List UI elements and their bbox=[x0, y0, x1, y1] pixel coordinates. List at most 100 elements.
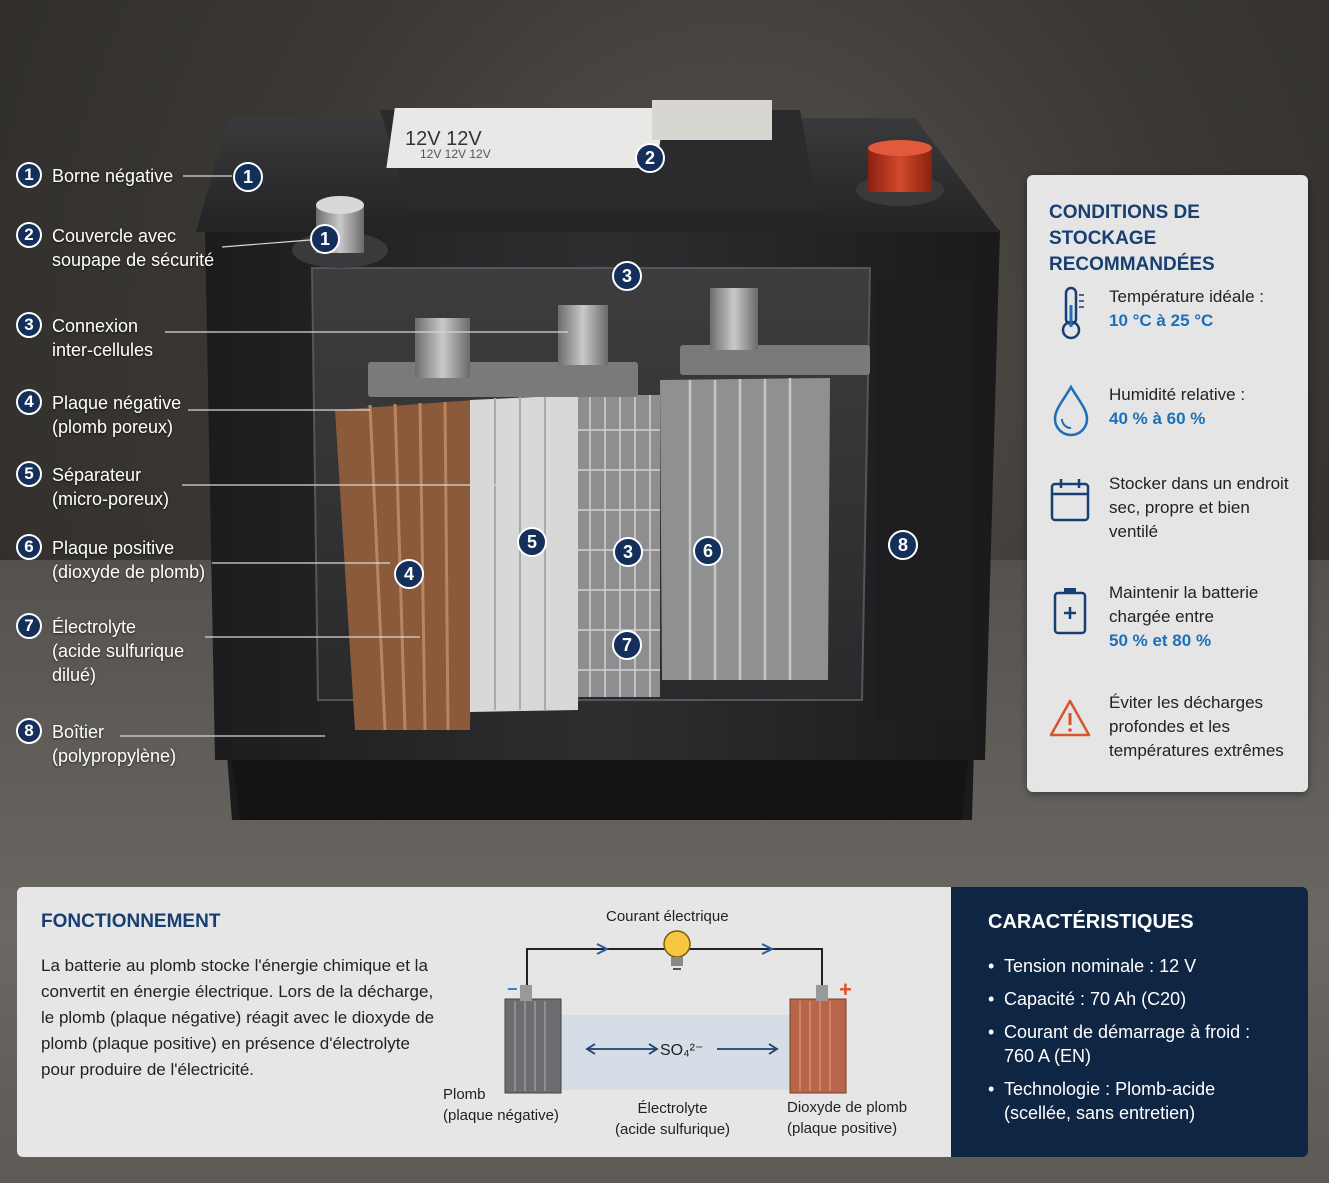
storage-item-text: Température idéale : bbox=[1109, 287, 1264, 306]
storage-item-text: Stocker dans un endroit bbox=[1109, 474, 1289, 493]
caracteristiques-panel: CARACTÉRISTIQUES Tension nominale : 12 V… bbox=[951, 887, 1308, 1157]
label-line: (acide sulfurique) bbox=[615, 1121, 731, 1138]
callout-label: Boîtier bbox=[52, 722, 105, 742]
sulfate-ion-label: SO₄²⁻ bbox=[660, 1042, 703, 1059]
thermometer-icon bbox=[1061, 286, 1084, 340]
positive-plates bbox=[660, 378, 830, 680]
list-item: Courant de démarrage à froid : 760 A (EN… bbox=[988, 1020, 1298, 1068]
negative-plate-label: Plomb (plaque négative) bbox=[443, 1084, 559, 1126]
callout-electrolyte: 7 Électrolyte (acide sulfurique dilué) bbox=[16, 613, 232, 687]
lightbulb-icon bbox=[663, 930, 691, 970]
storage-item-text: Éviter les décharges bbox=[1109, 693, 1264, 712]
callout-borne-negative: 1 Borne négative bbox=[16, 162, 232, 188]
callout-number: 8 bbox=[16, 718, 42, 744]
electrolyte-zone bbox=[557, 1015, 797, 1090]
plus-sign: + bbox=[839, 977, 852, 1002]
end-cell-wall bbox=[875, 280, 970, 720]
list-item: Tension nominale : 12 V bbox=[988, 954, 1298, 978]
electrolyte-label: Électrolyte (acide sulfurique) bbox=[615, 1098, 730, 1140]
arrow-right-icon bbox=[596, 943, 610, 955]
bottom-info-panel: FONCTIONNEMENT La batterie au plomb stoc… bbox=[17, 887, 1308, 1157]
diagram-badge-4: 4 bbox=[394, 559, 424, 589]
positive-plate-label: Dioxyde de plomb (plaque positive) bbox=[787, 1097, 907, 1139]
calendar-icon bbox=[1050, 479, 1090, 522]
fonctionnement-panel: FONCTIONNEMENT La batterie au plomb stoc… bbox=[17, 887, 951, 1157]
diagram-badge-3: 3 bbox=[612, 261, 642, 291]
caracteristiques-title: CARACTÉRISTIQUES bbox=[988, 911, 1194, 933]
callout-label: soupape de sécurité bbox=[52, 250, 215, 270]
minus-sign: − bbox=[507, 979, 518, 999]
callout-plaque-negative: 4 Plaque négative (plomb poreux) bbox=[16, 389, 232, 439]
label-line: Électrolyte bbox=[637, 1100, 708, 1117]
callout-label: (micro-poreux) bbox=[52, 489, 170, 509]
list-item-text: Capacité : 70 Ah (C20) bbox=[1004, 989, 1187, 1009]
warning-icon bbox=[1049, 699, 1091, 737]
callout-separateur: 5 Séparateur (micro-poreux) bbox=[16, 461, 232, 511]
list-item-text: Technologie : Plomb-acide bbox=[1004, 1079, 1216, 1099]
callout-number: 4 bbox=[16, 389, 42, 415]
storage-title-line: CONDITIONS DE STOCKAGE bbox=[1049, 202, 1200, 249]
callout-label: Borne négative bbox=[52, 166, 174, 186]
callout-label: dilué) bbox=[52, 665, 97, 685]
callout-connexion: 3 Connexion inter-cellules bbox=[16, 312, 232, 362]
storage-item-value: 50 % et 80 % bbox=[1109, 631, 1212, 650]
positive-plate-icon bbox=[789, 985, 847, 1094]
battery-charge-icon bbox=[1053, 588, 1087, 635]
callout-number: 7 bbox=[16, 613, 42, 639]
callout-leader-lines bbox=[120, 175, 568, 737]
callout-label: (polypropylène) bbox=[52, 746, 177, 766]
callout-label: Séparateur bbox=[52, 465, 142, 485]
fonctionnement-title: FONCTIONNEMENT bbox=[41, 911, 221, 932]
callout-label: Connexion bbox=[52, 316, 139, 336]
storage-item-text: Maintenir la batterie bbox=[1109, 583, 1259, 602]
storage-title-line: RECOMMANDÉES bbox=[1049, 254, 1215, 275]
list-item-text: Courant de démarrage à froid : bbox=[1004, 1022, 1251, 1042]
current-label: Courant électrique bbox=[606, 908, 729, 925]
callout-label: Électrolyte bbox=[52, 617, 137, 637]
callout-label: (acide sulfurique bbox=[52, 641, 185, 661]
callout-number: 1 bbox=[16, 162, 42, 188]
diagram-badge-1: 1 bbox=[233, 162, 263, 192]
label-line: Plomb bbox=[443, 1086, 486, 1103]
storage-item-text: températures extrêmes bbox=[1109, 741, 1284, 760]
list-item: Technologie : Plomb-acide (scellée, sans… bbox=[988, 1077, 1298, 1125]
list-item-text: Tension nominale : 12 V bbox=[1004, 956, 1197, 976]
list-item-text: 760 A (EN) bbox=[1004, 1046, 1092, 1066]
storage-item-text: chargée entre bbox=[1109, 607, 1214, 626]
diagram-badge-6: 6 bbox=[693, 536, 723, 566]
diagram-badge-5: 5 bbox=[517, 527, 547, 557]
callout-couvercle: 2 Couvercle avec soupape de sécurité bbox=[16, 222, 252, 272]
storage-item-text: sec, propre et bien bbox=[1109, 498, 1250, 517]
label-line-2: 12V 12V 12V bbox=[420, 147, 491, 161]
caracteristiques-list: Tension nominale : 12 V Capacité : 70 Ah… bbox=[988, 945, 1298, 1125]
fonctionnement-line: le plomb (plaque négative) réagit avec l… bbox=[41, 1008, 435, 1027]
ion-flow-arrows bbox=[585, 1043, 779, 1055]
callout-label: inter-cellules bbox=[52, 340, 154, 360]
fonctionnement-line: convertit en énergie électrique. Lors de… bbox=[41, 982, 434, 1001]
label-line-1: 12V 12V bbox=[405, 128, 482, 150]
storage-item-text: ventilé bbox=[1109, 522, 1159, 541]
circuit-diagram: − + SO₄²⁻ bbox=[504, 930, 852, 1094]
storage-item-text: Humidité relative : bbox=[1109, 385, 1246, 404]
callout-number: 6 bbox=[16, 534, 42, 560]
callout-label: Plaque positive bbox=[52, 538, 175, 558]
fonctionnement-line: La batterie au plomb stocke l'énergie ch… bbox=[41, 956, 428, 975]
callout-label: Plaque négative bbox=[52, 393, 182, 413]
fonctionnement-line: plomb (plaque positive) en présence d'él… bbox=[41, 1034, 410, 1053]
inter-cell-connectors bbox=[368, 288, 870, 397]
callout-plaque-positive: 6 Plaque positive (dioxyde de plomb) bbox=[16, 534, 232, 584]
diagram-badge-2: 2 bbox=[635, 143, 665, 173]
storage-item-value: 10 °C à 25 °C bbox=[1109, 311, 1214, 330]
callout-number: 5 bbox=[16, 461, 42, 487]
storage-title: CONDITIONS DE STOCKAGE RECOMMANDÉES bbox=[1049, 200, 1299, 278]
label-line: (plaque positive) bbox=[787, 1120, 898, 1137]
fonctionnement-line: pour produire de l'électricité. bbox=[41, 1060, 255, 1079]
label-line: (plaque négative) bbox=[443, 1107, 559, 1124]
negative-plate-icon bbox=[504, 985, 562, 1094]
battery-cutaway-illustration: 12V 12V 12V 12V 12V bbox=[120, 100, 1000, 820]
diagram-badge-8: 8 bbox=[888, 530, 918, 560]
callout-label: (plomb poreux) bbox=[52, 417, 174, 437]
callout-label: (dioxyde de plomb) bbox=[52, 562, 206, 582]
lid-label: 12V 12V 12V 12V 12V bbox=[405, 128, 491, 161]
callout-number: 3 bbox=[16, 312, 42, 338]
